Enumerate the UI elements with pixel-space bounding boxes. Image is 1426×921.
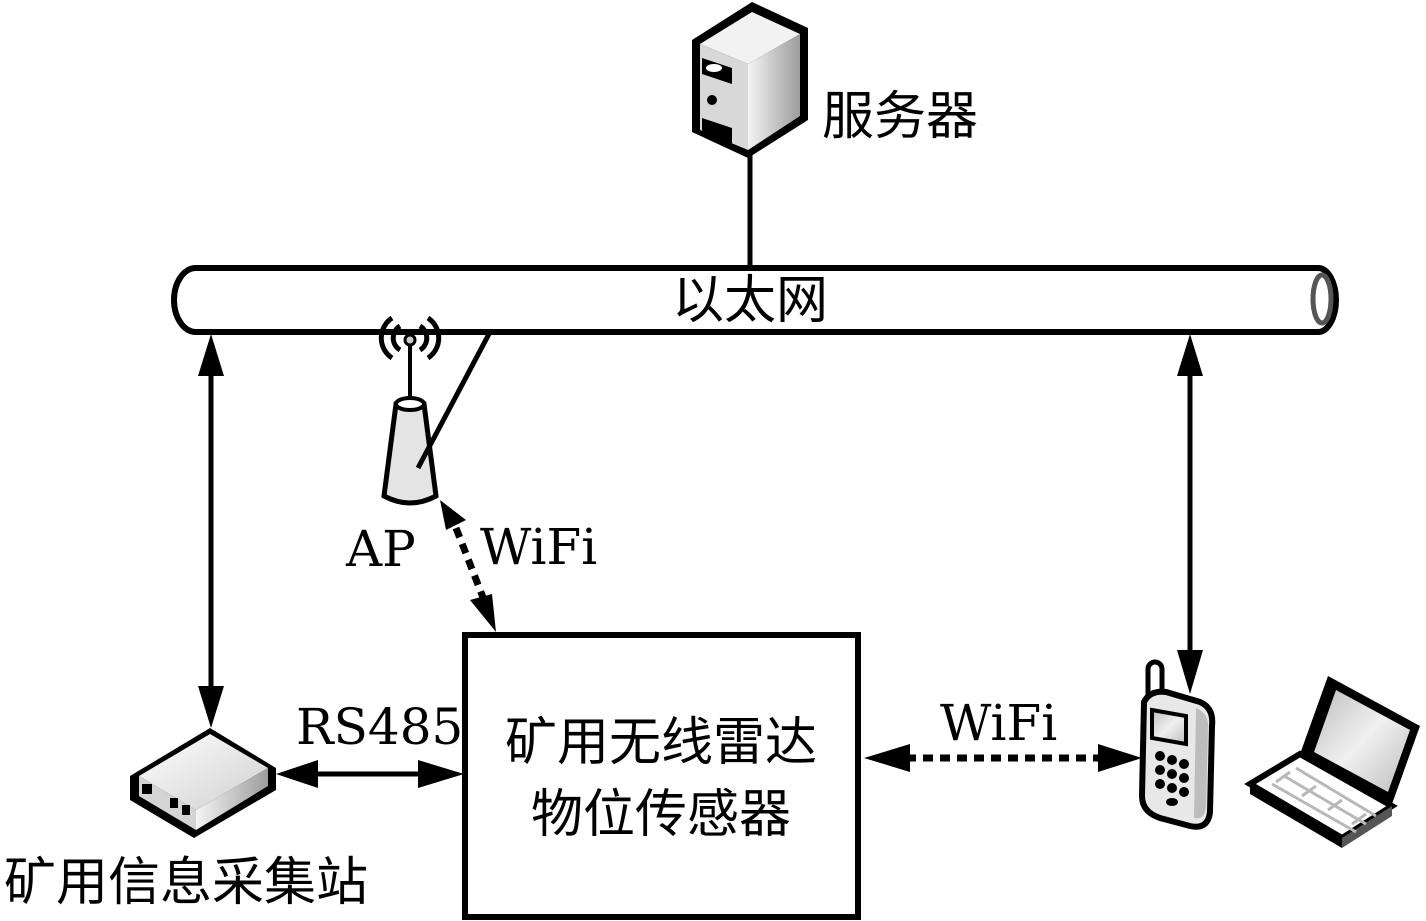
sensor-label-line1: 矿用无线雷达 bbox=[505, 713, 817, 773]
ethernet-label: 以太网 bbox=[672, 271, 828, 331]
ap-label: AP bbox=[345, 520, 416, 578]
ap-uplink-line bbox=[415, 330, 493, 470]
wireless-access-point-icon[interactable] bbox=[378, 315, 442, 506]
station-ethernet-link bbox=[198, 334, 224, 728]
station-sensor-rs485-link bbox=[276, 760, 464, 788]
rs485-label: RS485 bbox=[296, 698, 463, 756]
mobile-phone-icon[interactable] bbox=[1138, 659, 1216, 830]
laptop-icon[interactable] bbox=[1244, 676, 1420, 848]
server-label: 服务器 bbox=[822, 87, 978, 147]
ap-sensor-wifi-link bbox=[440, 500, 496, 632]
data-collection-station-icon[interactable] bbox=[130, 728, 276, 838]
phone-wifi-label: WiFi bbox=[940, 694, 1057, 752]
station-label: 矿用信息采集站 bbox=[4, 853, 368, 913]
ethernet-bus[interactable] bbox=[171, 265, 1339, 335]
sensor-label-line2: 物位传感器 bbox=[531, 785, 791, 845]
ap-wifi-label: WiFi bbox=[480, 518, 597, 576]
phone-ethernet-link bbox=[1177, 334, 1203, 694]
radar-level-sensor-box[interactable] bbox=[462, 632, 861, 920]
sensor-phone-wifi-link bbox=[864, 744, 1142, 772]
server-tower-icon[interactable] bbox=[692, 2, 808, 268]
